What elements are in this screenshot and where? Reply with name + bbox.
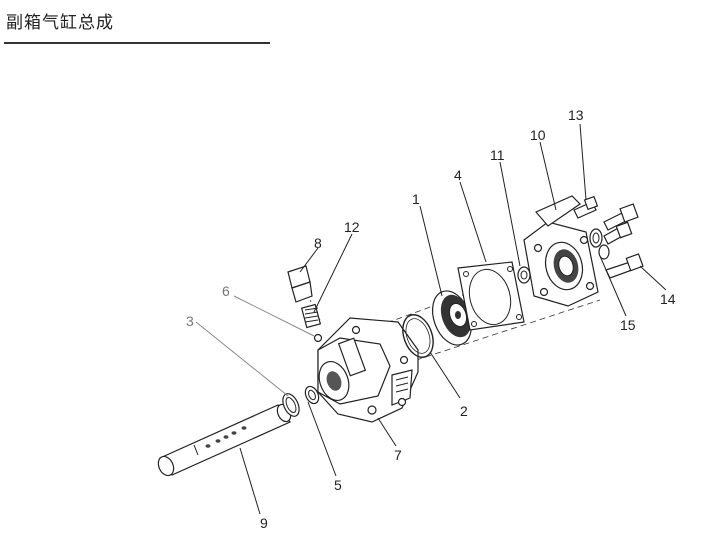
callout-12: 12 bbox=[344, 219, 360, 235]
callout-15: 15 bbox=[620, 317, 636, 333]
part-9-piston-rod bbox=[157, 403, 292, 477]
callout-7: 7 bbox=[394, 447, 402, 463]
part-6-ball bbox=[313, 333, 323, 343]
page-title: 副箱气缸总成 bbox=[6, 13, 114, 33]
callout-5: 5 bbox=[334, 477, 342, 493]
callout-4: 4 bbox=[454, 167, 462, 183]
callout-2: 2 bbox=[460, 403, 468, 419]
callout-9: 9 bbox=[260, 515, 268, 531]
callout-8: 8 bbox=[314, 235, 322, 251]
callout-10: 10 bbox=[530, 127, 546, 143]
part-2-seal-ring bbox=[402, 314, 434, 358]
callout-3: 3 bbox=[186, 313, 194, 329]
title-divider bbox=[4, 42, 270, 44]
callout-leaders bbox=[195, 123, 667, 515]
part-1-piston bbox=[431, 290, 473, 346]
part-4-gasket bbox=[457, 261, 525, 331]
part-8-plug bbox=[287, 265, 313, 303]
callout-1: 1 bbox=[412, 191, 420, 207]
part-15-washer bbox=[589, 228, 610, 260]
callout-labels: 1 2 3 4 5 6 7 8 9 10 11 12 13 14 15 bbox=[186, 107, 676, 531]
part-7-cylinder-housing bbox=[317, 317, 419, 423]
callout-6: 6 bbox=[222, 283, 230, 299]
part-13-bolt bbox=[573, 195, 599, 219]
callout-11: 11 bbox=[490, 147, 505, 163]
callout-13: 13 bbox=[568, 107, 584, 123]
part-11-ring bbox=[517, 266, 531, 284]
part-14-bolt bbox=[603, 203, 644, 279]
part-10-cylinder-cover bbox=[523, 195, 599, 307]
part-5-washer bbox=[304, 385, 320, 405]
part-12-spring bbox=[300, 303, 322, 329]
callout-14: 14 bbox=[660, 291, 676, 307]
